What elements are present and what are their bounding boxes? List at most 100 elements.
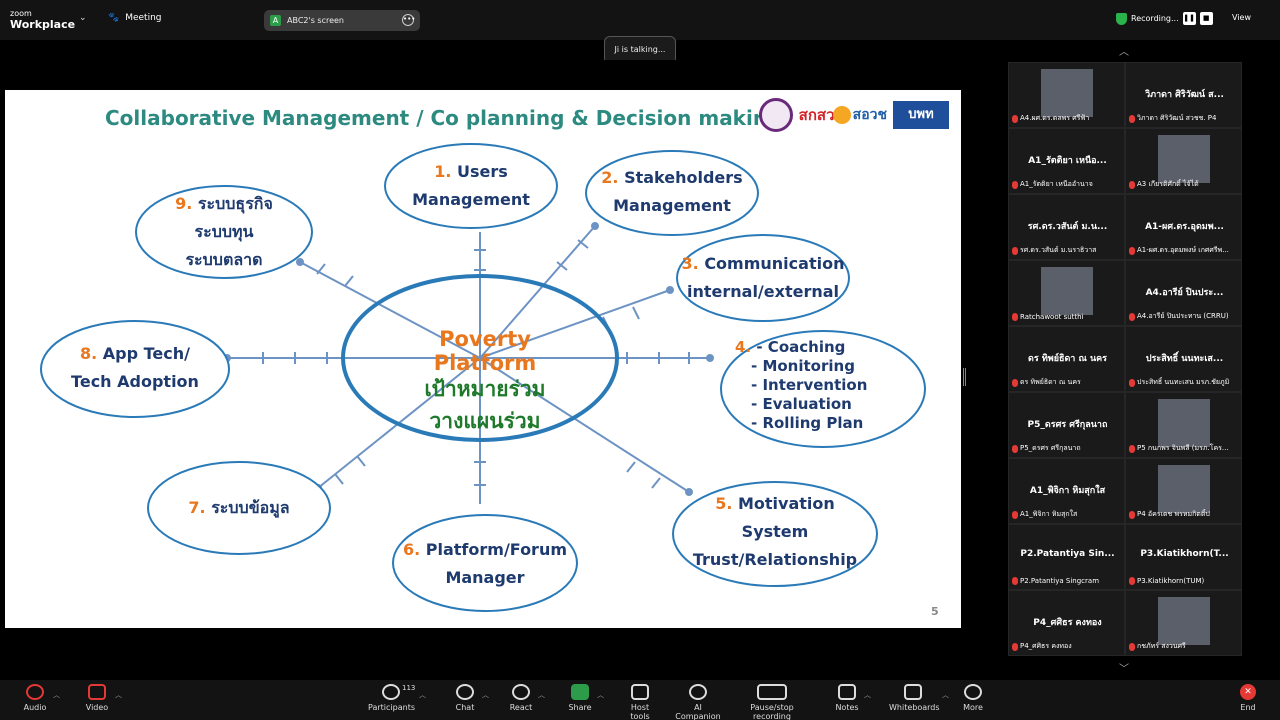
- chevron-down-icon[interactable]: ⌄: [79, 13, 87, 23]
- pmu-a-logo: บพท: [893, 101, 949, 129]
- microphone-muted-icon: [1012, 114, 1018, 123]
- pause-stop-recording-button[interactable]: Pause/stop recording: [733, 684, 811, 720]
- participant-tile[interactable]: Ratchawoot sutthi: [1008, 260, 1125, 326]
- participant-name-label: P3.Kiatikhorn(TUM): [1129, 575, 1204, 586]
- participant-video: [1041, 69, 1093, 117]
- microphone-muted-icon: [1012, 576, 1018, 585]
- participant-tile[interactable]: A1_รัตติยา เหนือ...A1_รัตติยา เหนืออำนาจ: [1008, 128, 1125, 194]
- chat-button[interactable]: Chat︿: [453, 684, 489, 712]
- participant-name-label: Ratchawoot sutthi: [1012, 311, 1084, 322]
- participant-tile[interactable]: ประสิทธิ์ นนทะเส...ประสิทธิ์ นนทะเสน มรภ…: [1125, 326, 1242, 392]
- participant-video: [1158, 135, 1210, 183]
- audio-button[interactable]: Audio︿: [22, 684, 60, 712]
- microphone-muted-icon: [1012, 246, 1018, 255]
- diagram-node-number: 7.: [188, 498, 212, 517]
- video-off-icon: [88, 684, 106, 700]
- participant-tile[interactable]: A3 เกียรติศักดิ์ ไจ้ได้: [1125, 128, 1242, 194]
- diagram-node-text: Management: [412, 190, 530, 209]
- participant-tile[interactable]: P3.Kiatikhorn(T... P3.Kiatikhorn(TUM): [1125, 524, 1242, 590]
- shield-icon: [631, 684, 649, 700]
- more-options-icon[interactable]: •••: [402, 14, 415, 26]
- participant-video: [1158, 597, 1210, 645]
- participants-icon: [382, 684, 400, 700]
- pause-stop-icon: [757, 684, 787, 700]
- diagram-node-text: - Evaluation: [751, 395, 852, 413]
- video-button[interactable]: Video︿: [84, 684, 122, 712]
- diagram-node-text: 5. Motivation: [715, 494, 835, 513]
- participant-tile[interactable]: P5 กนกพร จินพลี (มรภ.โคร...: [1125, 392, 1242, 458]
- ai-companion-button[interactable]: AI Companion: [671, 684, 725, 720]
- participant-display-name: P3.Kiatikhorn(T...: [1140, 549, 1229, 559]
- participant-name-label: P4_ศศิธร คงทอง: [1012, 641, 1072, 652]
- participant-display-name: P2.Patantiya Sin...: [1020, 549, 1115, 559]
- microphone-muted-icon: [1129, 114, 1135, 123]
- participants-button[interactable]: Participants 113 ︿: [368, 684, 426, 712]
- share-arrow-icon: [571, 684, 589, 700]
- paw-icon: 🐾: [108, 13, 120, 23]
- share-screen-button[interactable]: Share︿: [568, 684, 604, 712]
- participant-tile[interactable]: รศ.ดร.วสันต์ ม.น...รศ.ดร.วสันต์ ม.นราธิว…: [1008, 194, 1125, 260]
- ministry-seal-logo: [758, 98, 793, 132]
- diagram-node-text: 7. ระบบข้อมูล: [188, 498, 290, 517]
- hub-title: Poverty Platform: [433, 327, 537, 375]
- diagram-node-text: ระบบทุน: [194, 222, 254, 241]
- notes-button[interactable]: Notes︿: [835, 684, 871, 712]
- scroll-down-icon[interactable]: ﹀: [1119, 664, 1129, 675]
- diagram-node-text: 4. - Coaching: [735, 338, 846, 356]
- end-meeting-button[interactable]: ✕ End: [1236, 684, 1260, 712]
- participant-name-label: A3 เกียรติศักดิ์ ไจ้ได้: [1129, 179, 1199, 190]
- diagram-node-text: Trust/Relationship: [692, 550, 858, 569]
- microphone-muted-icon: [1129, 576, 1135, 585]
- active-speaker-toast: Ji is talking...: [604, 36, 676, 64]
- participant-tile[interactable]: A4.อารีย์ ปินประ...A4.อารีย์ ปินประทาน (…: [1125, 260, 1242, 326]
- participant-name-label: P5 กนกพร จินพลี (มรภ.โคร...: [1129, 443, 1229, 454]
- microphone-muted-icon: [1129, 312, 1135, 321]
- diagram-node-number: 2.: [601, 168, 625, 187]
- caret-up-icon: ︿: [942, 691, 949, 699]
- participant-tile[interactable]: ดร ทิพย์ธิดา ณ นครดร ทิพย์ธิดา ณ นคร: [1008, 326, 1125, 392]
- shield-icon: [1116, 12, 1127, 25]
- meeting-info-button[interactable]: 🐾 Meeting: [108, 13, 162, 23]
- notes-icon: [838, 684, 856, 700]
- whiteboards-button[interactable]: Whiteboards︿: [889, 684, 949, 712]
- participant-tile[interactable]: P4 อัครเดช พรหมกิตติ์ป: [1125, 458, 1242, 524]
- participant-name-label: P5_ดรศร ศรีกุลนาถ: [1012, 443, 1081, 454]
- participant-tile[interactable]: วิภาดา ศิริวัฒน์ ส...วิภาดา ศิริวัฒน์ สว…: [1125, 62, 1242, 128]
- nxpo-logo: สอวช: [832, 100, 887, 130]
- hub-subtitle-2: วางแผนร่วม: [429, 409, 541, 433]
- scroll-up-icon[interactable]: ︿: [1119, 47, 1129, 58]
- host-tools-button[interactable]: Host tools: [620, 684, 660, 720]
- participant-video: [1158, 399, 1210, 447]
- participant-display-name: A1_รัตติยา เหนือ...: [1028, 156, 1107, 166]
- participant-tile[interactable]: P2.Patantiya Sin...P2.Patantiya Singcram: [1008, 524, 1125, 590]
- diagram-node-number: 6.: [402, 540, 426, 559]
- diagram-node-text: 6. Platform/Forum: [402, 540, 568, 559]
- participant-tile[interactable]: กชภัทร์ สงวนศรี: [1125, 590, 1242, 656]
- diagram-node-7: 7. ระบบข้อมูล: [148, 494, 330, 522]
- panel-resize-handle[interactable]: [963, 368, 966, 386]
- diagram-node-text: 2. Stakeholders: [601, 168, 743, 187]
- screen-share-indicator[interactable]: A ABC2's screen •••: [264, 10, 420, 31]
- participant-tile[interactable]: A4.ผศ.ดร.ดลพร ศรีฟ้า: [1008, 62, 1125, 128]
- microphone-muted-icon: [1012, 642, 1018, 651]
- microphone-muted-icon: [1129, 246, 1135, 255]
- presenter-badge: A: [270, 15, 281, 26]
- participant-name-label: A1_พิจิกา หิมสุกใส: [1012, 509, 1077, 520]
- close-icon: ✕: [1240, 684, 1256, 700]
- participant-tile[interactable]: A1-ผศ.ดร.อุดมพ...A1-ผศ.ดร.อุดมพงษ์ เกศศร…: [1125, 194, 1242, 260]
- diagram-node-text: internal/external: [686, 282, 839, 301]
- diagram-node-text: Management: [613, 196, 731, 215]
- more-button[interactable]: More: [962, 684, 984, 712]
- view-button[interactable]: View: [1232, 13, 1251, 22]
- microphone-muted-icon: [1129, 444, 1135, 453]
- participant-name-label: ประสิทธิ์ นนทะเสน มรภ.ชัยภูมิ: [1129, 377, 1229, 388]
- pause-recording-icon[interactable]: ❚❚: [1182, 12, 1196, 25]
- stop-recording-icon[interactable]: ■: [1199, 12, 1213, 25]
- react-button[interactable]: React︿: [509, 684, 545, 712]
